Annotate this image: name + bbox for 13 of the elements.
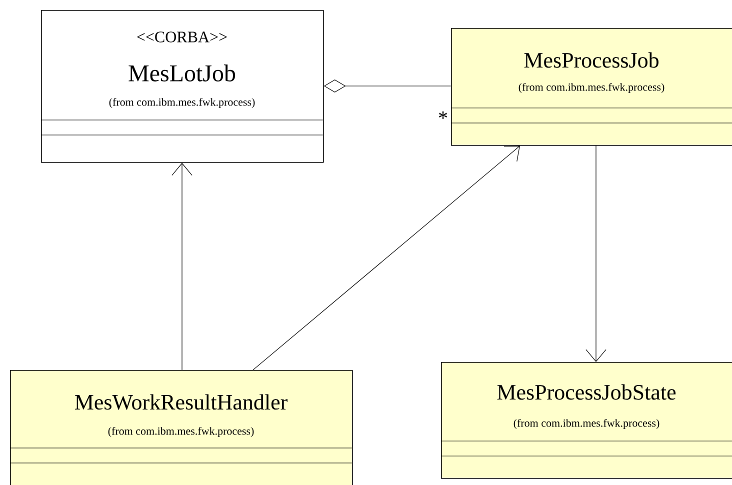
arrow	[252, 146, 520, 370]
stereotype-label: <<CORBA>>	[137, 32, 227, 42]
arrow	[172, 162, 192, 370]
multiplicity-label: *	[438, 111, 448, 119]
class-name: MesProcessJobState	[497, 384, 676, 400]
package-label: (from com.ibm.mes.fwk.process)	[518, 82, 664, 94]
package-label: (from com.ibm.mes.fwk.process)	[514, 418, 660, 430]
package-label: (from com.ibm.mes.fwk.process)	[109, 98, 255, 108]
arrow	[586, 146, 606, 362]
class-name: MesLotJob	[128, 64, 236, 82]
class-name: MesWorkResultHandler	[75, 394, 288, 410]
class-name: MesProcessJob	[524, 52, 658, 68]
package-label: (from com.ibm.mes.fwk.process)	[108, 426, 254, 438]
